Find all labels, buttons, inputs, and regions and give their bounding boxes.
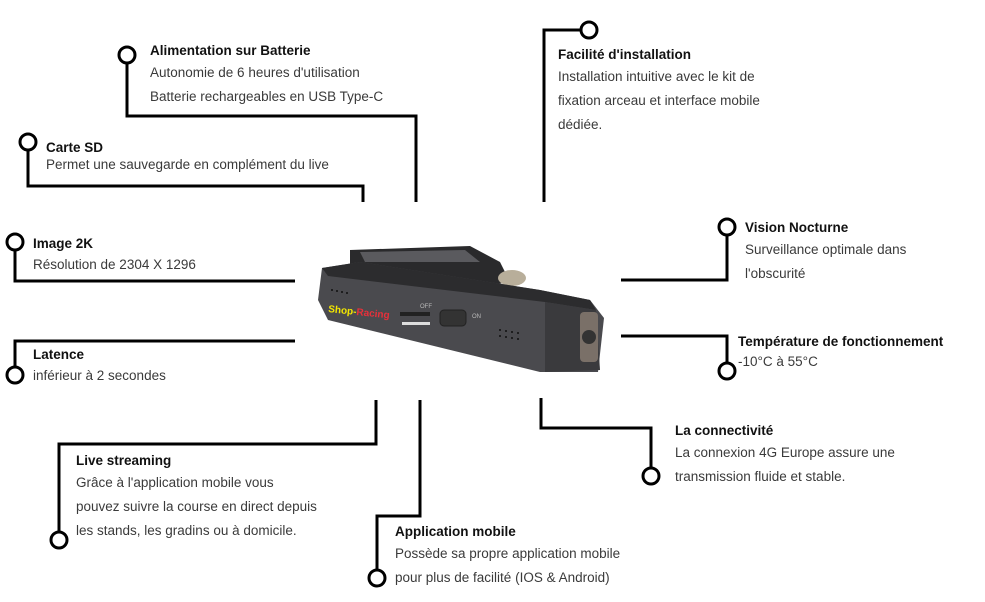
marker-circle <box>367 568 387 588</box>
logo-text: Shop- <box>328 304 357 318</box>
feature-title: Température de fonctionnement <box>738 334 944 349</box>
feature-text: Batterie rechargeables en USB Type-C <box>150 89 384 104</box>
logo-text: Racing <box>356 307 390 321</box>
feature-latency: Latence inférieur à 2 secondes <box>33 345 166 387</box>
connector-app <box>375 400 422 570</box>
marker-circle <box>49 530 69 550</box>
feature-text: transmission fluide et stable. <box>675 469 846 484</box>
feature-connectivity: La connectivité La connexion 4G Europe a… <box>675 421 895 489</box>
connector-install <box>542 28 581 202</box>
marker-circle <box>117 45 137 65</box>
feature-installation: Facilité d'installation Installation int… <box>558 45 760 137</box>
feature-sd-card: Carte SD Permet une sauvegarde en complé… <box>46 138 329 172</box>
marker-circle <box>717 361 737 381</box>
feature-text: dédiée. <box>558 117 603 132</box>
marker-circle <box>717 217 737 237</box>
feature-mobile-app: Application mobile Possède sa propre app… <box>395 522 620 590</box>
off-label: OFF <box>420 304 432 310</box>
on-label: ON <box>472 314 481 320</box>
marker-circle <box>641 466 661 486</box>
feature-title: Carte SD <box>46 140 104 155</box>
feature-text: La connexion 4G Europe assure une <box>675 445 895 460</box>
feature-text: -10°C à 55°C <box>738 354 818 369</box>
connector-latency <box>13 339 295 367</box>
feature-night-vision: Vision Nocturne Surveillance optimale da… <box>745 218 906 286</box>
feature-text: pouvez suivre la course en direct depuis <box>76 499 317 514</box>
feature-temperature: Température de fonctionnement -10°C à 55… <box>738 332 943 372</box>
feature-live-streaming: Live streaming Grâce à l'application mob… <box>76 451 317 543</box>
feature-text: inférieur à 2 secondes <box>33 368 166 383</box>
feature-text: pour plus de facilité (IOS & Android) <box>395 570 610 585</box>
feature-text: Grâce à l'application mobile vous <box>76 475 274 490</box>
feature-title: Live streaming <box>76 453 172 468</box>
feature-title: Image 2K <box>33 236 94 251</box>
feature-text: Résolution de 2304 X 1296 <box>33 257 196 272</box>
connector-battery <box>125 63 418 202</box>
connector-sd <box>26 150 365 202</box>
feature-text: les stands, les gradins ou à domicile. <box>76 523 297 538</box>
feature-text: fixation arceau et interface mobile <box>558 93 760 108</box>
connector-image <box>13 250 295 283</box>
feature-image-2k: Image 2K Résolution de 2304 X 1296 <box>33 234 196 276</box>
feature-battery: Alimentation sur Batterie Autonomie de 6… <box>150 41 383 109</box>
connector-live <box>57 400 378 532</box>
marker-circle <box>5 365 25 385</box>
feature-text: Installation intuitive avec le kit de <box>558 69 755 84</box>
feature-title: Alimentation sur Batterie <box>150 43 311 58</box>
feature-title: La connectivité <box>675 423 774 438</box>
connector-temp <box>621 334 729 363</box>
connector-night <box>621 235 729 282</box>
feature-text: Possède sa propre application mobile <box>395 546 621 561</box>
feature-text: Permet une sauvegarde en complément du l… <box>46 157 329 172</box>
feature-title: Application mobile <box>395 524 516 539</box>
svg-text:Shop-Racing: Shop-Racing <box>328 304 390 321</box>
camera-image: Shop-Racing OFF ON <box>318 246 604 372</box>
feature-title: Vision Nocturne <box>745 220 849 235</box>
feature-title: Facilité d'installation <box>558 47 691 62</box>
feature-text: Surveillance optimale dans <box>745 242 907 257</box>
marker-circle <box>18 132 38 152</box>
connector-connect <box>539 398 653 468</box>
feature-text: Autonomie de 6 heures d'utilisation <box>150 65 360 80</box>
marker-circle <box>5 232 25 252</box>
feature-text: l'obscurité <box>745 266 806 281</box>
feature-title: Latence <box>33 347 85 362</box>
marker-circle <box>579 20 599 40</box>
